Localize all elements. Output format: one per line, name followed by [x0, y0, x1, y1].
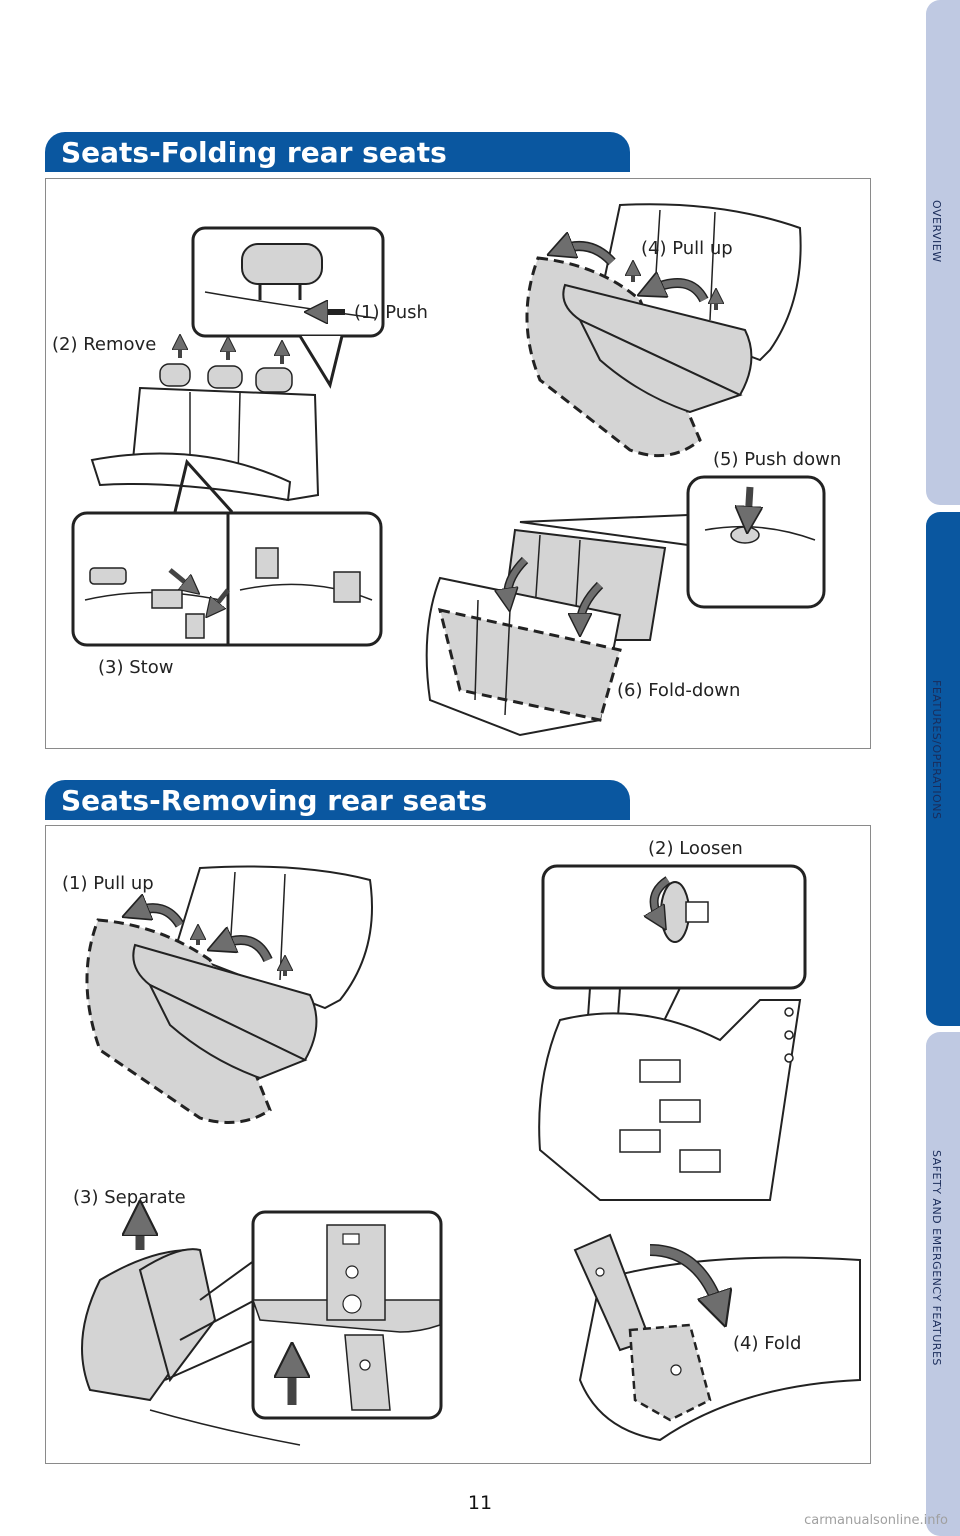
step-label-fold: (4) Fold	[733, 1333, 802, 1354]
step-label-stow: (3) Stow	[98, 657, 174, 678]
side-tab-overview[interactable]	[926, 0, 960, 505]
step-label-pull-up-2: (1) Pull up	[62, 873, 154, 894]
step-label-loosen: (2) Loosen	[648, 838, 743, 859]
step-label-remove: (2) Remove	[52, 334, 157, 355]
separate-illustration	[81, 1218, 301, 1446]
section-title-folding: Seats-Folding rear seats	[45, 132, 630, 172]
side-tab-features[interactable]	[926, 512, 960, 1026]
cushion-pull-up-illustration	[525, 203, 802, 458]
step-label-fold-down: (6) Fold-down	[617, 680, 741, 701]
headrest-inset	[191, 226, 385, 338]
push-down-inset	[519, 475, 826, 609]
step-label-push: (1) Push	[354, 302, 428, 323]
inset-pointer	[298, 335, 344, 389]
folding-panel	[45, 178, 871, 749]
section-title-removing: Seats-Removing rear seats	[45, 780, 630, 820]
seat-frame-illustration	[538, 999, 802, 1201]
step-label-push-down: (5) Push down	[713, 449, 842, 470]
separate-inset	[251, 1210, 443, 1420]
step-label-separate: (3) Separate	[73, 1187, 186, 1208]
loosen-inset	[541, 864, 807, 1131]
removing-panel	[45, 825, 871, 1464]
fold-illustration	[573, 1233, 861, 1442]
watermark: carmanualsonline.info	[804, 1513, 948, 1528]
fold-down-illustration	[425, 528, 667, 737]
step-label-pull-up: (4) Pull up	[641, 238, 733, 259]
page-number: 11	[467, 1492, 493, 1514]
rear-seat-upright	[90, 342, 320, 502]
remove-cushion-illustration	[85, 865, 373, 1124]
side-tab-safety[interactable]	[926, 1032, 960, 1536]
stow-inset	[71, 458, 383, 647]
